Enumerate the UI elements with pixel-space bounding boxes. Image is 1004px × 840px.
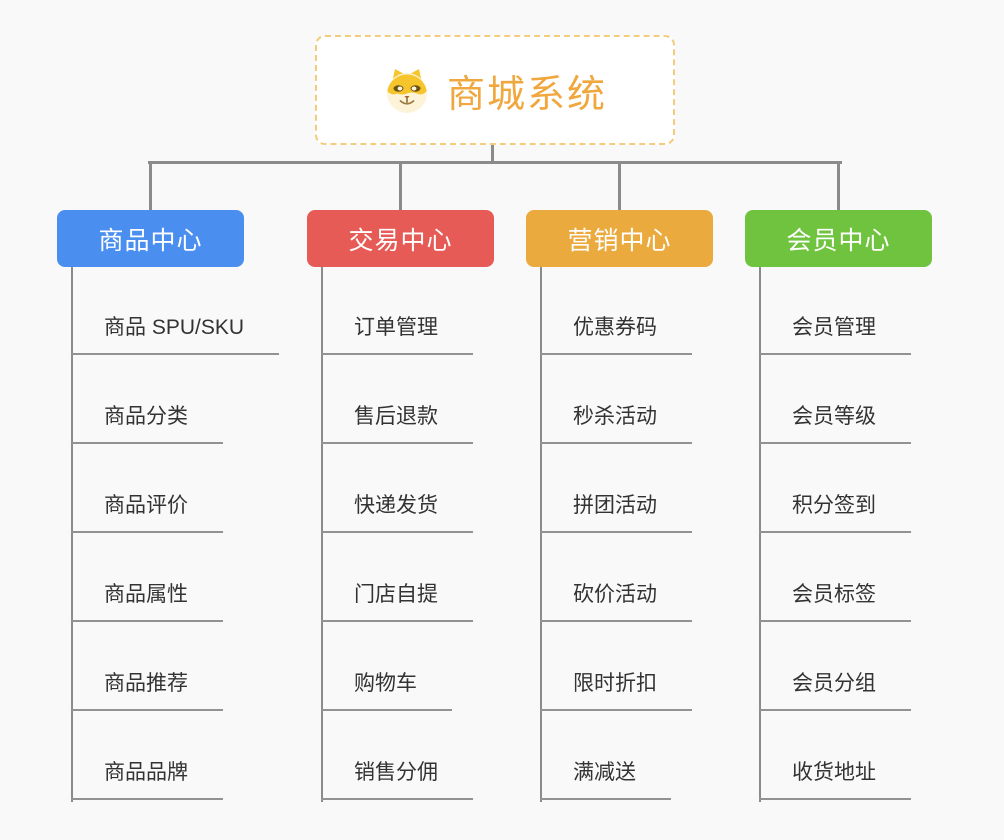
- branch-column-member: 会员中心 会员管理 会员等级 积分签到 会员标签 会员分组 收货地址: [745, 0, 1004, 840]
- connector-drop: [149, 161, 152, 210]
- connector-drop: [618, 161, 621, 210]
- branch-column-product: 商品中心 商品 SPU/SKU 商品分类 商品评价 商品属性 商品推荐 商品品牌: [57, 0, 327, 840]
- leaf-node[interactable]: 销售分佣: [321, 760, 473, 800]
- leaf-node[interactable]: 秒杀活动: [540, 404, 692, 444]
- leaf-node[interactable]: 限时折扣: [540, 671, 692, 711]
- leaf-node[interactable]: 满减送: [540, 760, 671, 800]
- branch-stem-line: [71, 267, 73, 802]
- leaf-node[interactable]: 快递发货: [321, 493, 473, 533]
- leaf-node[interactable]: 收货地址: [759, 760, 911, 800]
- leaf-node[interactable]: 门店自提: [321, 582, 473, 622]
- root-node-mall-system[interactable]: 商城系统: [315, 35, 675, 145]
- branch-stem-line: [540, 267, 542, 802]
- connector-horizontal: [148, 161, 842, 164]
- branch-stem-line: [321, 267, 323, 802]
- leaf-node[interactable]: 会员分组: [759, 671, 911, 711]
- leaf-node[interactable]: 积分签到: [759, 493, 911, 533]
- leaf-node[interactable]: 商品属性: [71, 582, 223, 622]
- branch-column-trade: 交易中心 订单管理 售后退款 快递发货 门店自提 购物车 销售分佣: [307, 0, 577, 840]
- leaf-node[interactable]: 拼团活动: [540, 493, 692, 533]
- branch-stem-line: [759, 267, 761, 802]
- branch-node-marketing-center[interactable]: 营销中心: [526, 210, 713, 267]
- branch-node-member-center[interactable]: 会员中心: [745, 210, 932, 267]
- leaf-node[interactable]: 优惠券码: [540, 315, 692, 355]
- leaf-node[interactable]: 会员管理: [759, 315, 911, 355]
- leaf-node[interactable]: 商品分类: [71, 404, 223, 444]
- leaf-node[interactable]: 会员等级: [759, 404, 911, 444]
- leaf-node[interactable]: 订单管理: [321, 315, 473, 355]
- leaf-node[interactable]: 砍价活动: [540, 582, 692, 622]
- branch-column-marketing: 营销中心 优惠券码 秒杀活动 拼团活动 砍价活动 限时折扣 满减送: [526, 0, 796, 840]
- connector-root-stub: [491, 145, 494, 164]
- leaf-node[interactable]: 商品 SPU/SKU: [71, 315, 280, 355]
- leaf-node[interactable]: 会员标签: [759, 582, 911, 622]
- leaf-node[interactable]: 售后退款: [321, 404, 473, 444]
- root-title: 商城系统: [446, 73, 607, 116]
- leaf-node[interactable]: 商品品牌: [71, 760, 223, 800]
- branch-node-product-center[interactable]: 商品中心: [57, 210, 244, 267]
- leaf-node[interactable]: 商品推荐: [71, 671, 223, 711]
- leaf-node[interactable]: 购物车: [321, 671, 452, 711]
- connector-drop: [399, 161, 402, 210]
- branch-node-trade-center[interactable]: 交易中心: [307, 210, 494, 267]
- connector-drop: [837, 161, 840, 210]
- doge-icon: [386, 69, 427, 113]
- leaf-node[interactable]: 商品评价: [71, 493, 223, 533]
